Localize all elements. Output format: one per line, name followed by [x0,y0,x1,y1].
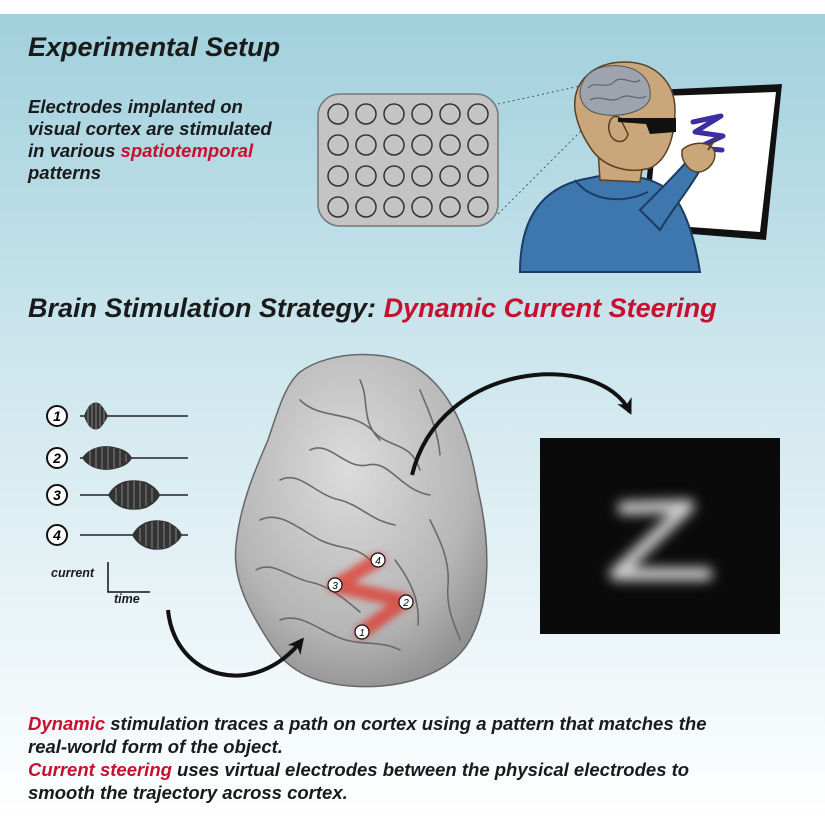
cortex-electrode-3: 3 [327,577,343,593]
electrode-dot [439,134,461,156]
footer-dynamic-highlight: Dynamic [28,713,106,734]
hand [681,142,716,173]
footer-line-1-rest: stimulation traces a path on cortex usin… [105,713,707,734]
electrode-dot [383,103,405,125]
brain-folds [255,379,461,651]
axis-label-current: current [51,566,95,580]
axis-label-time: time [114,592,140,606]
electrode-dot [383,134,405,156]
cortex-electrode-3-text: 3 [332,581,338,592]
person-at-monitor [518,61,782,273]
pulse-label-3: 3 [46,484,68,506]
setup-desc-line-1: Electrodes implanted on [28,96,243,117]
electrode-dot [355,103,377,125]
electrode-dot [439,103,461,125]
cortex-electrode-2-text: 2 [402,598,409,609]
strategy-title: Brain Stimulation Strategy: Dynamic Curr… [28,293,717,324]
setup-desc-line-2: visual cortex are stimulated [28,118,272,139]
footer-line-2: real-world form of the object. [28,736,283,757]
footer-line-1: Dynamic stimulation traces a path on cor… [28,712,707,735]
ear [608,115,629,143]
electrode-dot [411,134,433,156]
brain-shape [234,353,488,688]
electrode-dot [411,165,433,187]
cortex-electrode-4-text: 4 [375,556,381,567]
stimulation-path [328,553,412,639]
collar [574,179,649,201]
electrode-dot [327,103,349,125]
pulse-label-1: 1 [46,405,68,427]
strategy-title-prefix: Brain Stimulation Strategy: [28,293,384,323]
arrow-brain-to-percept [410,372,632,476]
electrode-dot [355,196,377,218]
setup-desc-line-3: in various spatiotemporal [28,140,272,162]
pulse-label-1-text: 1 [53,408,61,424]
pulse-ticks [87,403,177,549]
electrode-dot [355,134,377,156]
electrode-dot [467,134,489,156]
footer-line-3: Current steering uses virtual electrodes… [28,758,707,781]
electrode-dot [411,103,433,125]
footer-line-4: smooth the trajectory across cortex. [28,782,348,803]
electrode-dot [327,134,349,156]
electrode-dot [467,196,489,218]
electrode-dot [467,103,489,125]
electrode-dot [411,196,433,218]
pulse-burst-4 [132,520,182,550]
pulse-label-4-text: 4 [52,527,61,543]
electrode-dot [439,196,461,218]
pulse-label-2-text: 2 [52,450,61,466]
electrode-dots [327,103,489,218]
pulse-trains: 1 2 3 4 [46,402,188,593]
arrow-pulses-to-brain [166,609,304,678]
top-border [0,0,825,14]
electrode-dot [327,165,349,187]
pulse-label-4: 4 [46,524,68,546]
setup-description: Electrodes implanted on visual cortex ar… [28,96,272,184]
pulse-label-2: 2 [46,447,68,469]
current-time-axes [107,562,150,593]
electrode-dot [327,196,349,218]
electrode-dot [383,196,405,218]
footer-line-3-rest: uses virtual electrodes between the phys… [171,759,690,780]
perceived-percept [540,438,780,634]
brain: 4 3 2 1 [234,353,488,688]
electrode-dot [467,165,489,187]
setup-title: Experimental Setup [28,32,281,62]
spatiotemporal-highlight: spatiotemporal [120,140,254,161]
stylus [707,137,717,151]
percept-z-shape [609,499,713,581]
electrode-dot [383,165,405,187]
pulse-burst-2 [82,446,132,470]
zoom-line-top [497,85,581,105]
electrode-dot [439,165,461,187]
glasses [618,118,676,134]
electrode-array [317,93,499,227]
brain-sulci [587,78,647,101]
strategy-title-highlight: Dynamic Current Steering [383,293,717,323]
setup-desc-line-3-prefix: in various [28,140,121,161]
footer-current-steering-highlight: Current steering [28,759,172,780]
cortex-electrode-1-text: 1 [359,628,365,639]
footer-caption: Dynamic stimulation traces a path on cor… [28,712,707,804]
cortex-electrode-2: 2 [398,594,414,610]
pulse-label-3-text: 3 [53,487,61,503]
setup-desc-line-4: patterns [28,162,101,183]
cortex-electrode-4: 4 [370,552,386,568]
brain-overlay [579,65,651,116]
cortex-electrode-1: 1 [354,624,370,640]
zoom-line-bottom [497,121,591,215]
electrode-dot [355,165,377,187]
